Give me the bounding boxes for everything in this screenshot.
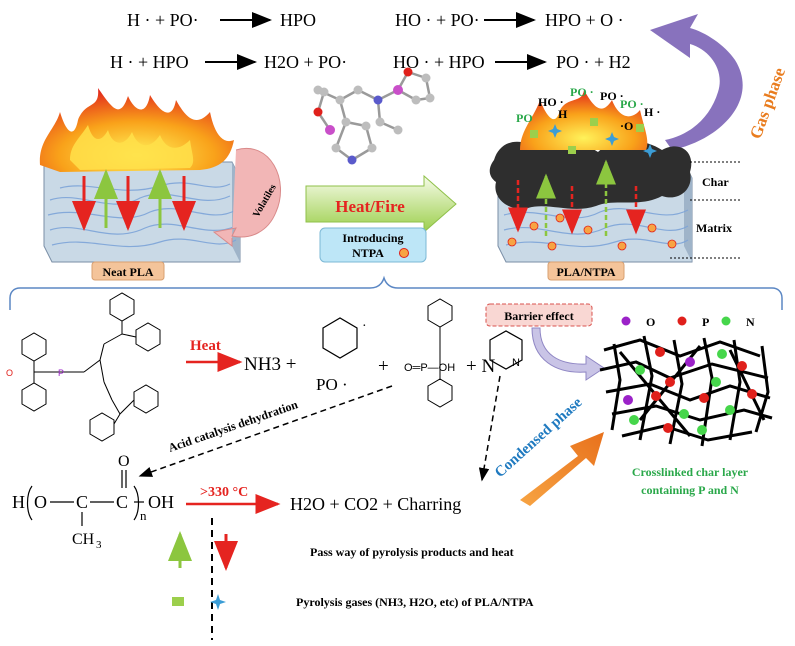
- svg-text:·: ·: [362, 319, 367, 334]
- svg-text:PO ·: PO ·: [570, 85, 594, 99]
- heat-arrow: Heat: [186, 338, 243, 372]
- pla-ntpa-arrows: [508, 159, 646, 236]
- svg-text:+ N: + N: [466, 356, 495, 377]
- introducing-ntpa-tag: Introducing NTPA: [319, 227, 427, 263]
- svg-text:O: O: [118, 453, 130, 470]
- pla-ntpa-block: PO · HO · PO · PO · H H · ·O PO Char Mat…: [489, 85, 740, 281]
- legend-gas-text: Pyrolysis gases (NH3, H2O, etc) of PLA/N…: [296, 595, 534, 609]
- condensed-phase-arrow: Condensed phase: [492, 394, 604, 506]
- ntpa-particles: [507, 213, 677, 251]
- network-atoms: [623, 347, 757, 435]
- reaction-4-lhs: HO · + HPO: [393, 52, 485, 72]
- svg-text:>330 °C: >330 °C: [200, 485, 248, 500]
- neat-pla-label: Neat PLA: [103, 265, 154, 279]
- reaction-1-lhs: H · + PO·: [127, 10, 199, 30]
- svg-text:C: C: [76, 492, 88, 512]
- svg-text:PO ·: PO ·: [620, 97, 644, 111]
- gas-phase-label: Gas phase: [746, 65, 789, 142]
- crosslinked-label-line2: containing P and N: [641, 483, 739, 497]
- po-radical-product: PO ·: [316, 375, 348, 394]
- reaction-2-lhs: HO · + PO·: [395, 10, 480, 30]
- ntpa-p-atom: P: [58, 368, 64, 378]
- nh3-product: NH3 +: [244, 354, 296, 375]
- phosphinic-ring-top: [427, 298, 453, 328]
- ntpa-o-atom: O: [6, 368, 13, 378]
- svg-text:O: O: [34, 492, 47, 512]
- pyrolysis-arrow: >330 °C: [186, 485, 281, 514]
- svg-text:n: n: [140, 508, 147, 523]
- legend-p-dot: [677, 316, 687, 326]
- radical-labels: PO · HO · PO · PO · H H · ·O PO: [516, 85, 660, 133]
- crosslinked-char-network: [599, 335, 773, 447]
- flames-pla-ntpa: [520, 90, 648, 150]
- svg-text:+: +: [378, 356, 389, 377]
- reaction-4-rhs: PO · + H2: [556, 52, 631, 72]
- svg-text:3: 3: [96, 539, 102, 551]
- crosslinked-label-line1: Crosslinked char layer: [632, 465, 749, 479]
- svg-text:PO: PO: [516, 111, 533, 125]
- svg-text:H: H: [12, 492, 25, 512]
- gas-reactions: H · + PO· HPO HO · + PO· HPO + O · H · +…: [110, 10, 631, 72]
- introducing-line2: NTPA: [352, 246, 384, 260]
- matrix-label: Matrix: [696, 221, 732, 235]
- heat-spark-icon: [210, 594, 226, 610]
- pla-ntpa-label: PLA/NTPA: [556, 265, 615, 279]
- ntpa-particle-icon: [399, 248, 409, 258]
- phosphinic-ring-bottom: [427, 378, 453, 408]
- element-legend: O P N: [621, 315, 755, 329]
- svg-text:O: O: [646, 315, 655, 329]
- svg-text:Heat: Heat: [190, 338, 221, 354]
- ntpa-structure: [21, 292, 161, 442]
- svg-text:OH: OH: [148, 492, 174, 512]
- gas-phase-arrow: Gas phase: [650, 14, 789, 150]
- dashed-pathways: [138, 375, 501, 482]
- svg-text:N: N: [512, 357, 520, 369]
- pyrazine-ring: [489, 330, 523, 370]
- pyrolysis-products: H2O + CO2 + Charring: [290, 494, 461, 514]
- neat-pla-block: Volatiles Neat PLA: [39, 88, 281, 281]
- svg-text:CH: CH: [72, 531, 95, 548]
- gas-particle-icon: [172, 597, 184, 606]
- reaction-2-rhs: HPO + O ·: [545, 10, 624, 30]
- char-label: Char: [702, 175, 729, 189]
- ntpa-molecule-model: [313, 67, 435, 165]
- svg-text:P: P: [702, 315, 709, 329]
- svg-text:N: N: [746, 315, 755, 329]
- gas-particle-icons: [530, 118, 657, 158]
- section-brace: [9, 275, 783, 310]
- svg-text:PO ·: PO ·: [600, 89, 624, 103]
- phenyl-radical-ring: [322, 317, 358, 359]
- svg-text:H ·: H ·: [644, 105, 660, 119]
- svg-text:C: C: [116, 492, 128, 512]
- acid-catalysis-label: Acid catalysis dehydration: [166, 397, 299, 455]
- svg-text:·O: ·O: [620, 119, 633, 133]
- heat-fire-label: Heat/Fire: [335, 197, 405, 216]
- introducing-line1: Introducing: [342, 231, 403, 245]
- heat-fire-arrow: Heat/Fire: [305, 174, 457, 234]
- barrier-effect-tag: Barrier effect: [485, 303, 605, 381]
- reaction-1-rhs: HPO: [280, 10, 316, 30]
- reaction-3-rhs: H2O + PO·: [264, 52, 347, 72]
- svg-text:Barrier effect: Barrier effect: [504, 309, 573, 323]
- svg-text:HO ·: HO ·: [538, 95, 564, 109]
- legend-o-dot: [621, 316, 631, 326]
- decomposition-products: NH3 + · PO · + O═P—OH + N N: [244, 298, 523, 408]
- legend-arrow-text: Pass way of pyrolysis products and heat: [310, 545, 514, 559]
- reaction-3-lhs: H · + HPO: [110, 52, 189, 72]
- svg-text:H: H: [558, 107, 568, 121]
- flames-neat-pla: [39, 88, 234, 172]
- bottom-legend: Pass way of pyrolysis products and heat …: [168, 518, 534, 640]
- neat-pla-arrows: [72, 169, 196, 231]
- legend-n-dot: [721, 316, 731, 326]
- phosphinic-acid: O═P—OH: [404, 362, 455, 374]
